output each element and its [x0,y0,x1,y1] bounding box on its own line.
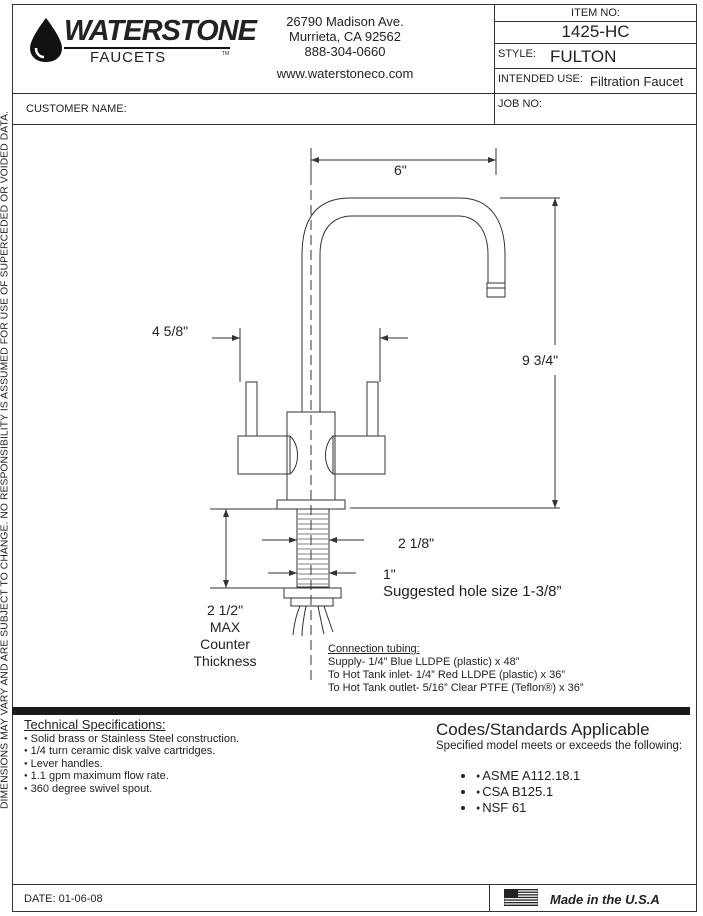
address-website: www.waterstoneco.com [276,66,414,81]
counter-line1: 2 1/2" [206,602,244,618]
tech-title: Technical Specifications: [24,717,166,732]
tubing-line: To Hot Tank inlet- 1/4” Red LLDPE (plast… [328,669,566,681]
tubing-line: Supply- 1/4” Blue LLDPE (plastic) x 48” [328,656,520,668]
technical-specifications: Technical Specifications: Solid brass or… [24,717,240,796]
faucet-body [286,411,336,501]
customer-row-divider [12,124,697,125]
job-no-label: JOB NO: [498,98,543,110]
tube-1 [292,605,301,636]
logo: WATERSTONE FAUCETS TM [26,10,257,70]
dim-base-diameter: 2 1/8" [398,535,435,551]
tube-2 [317,605,325,635]
style-value: FULTON [550,47,617,66]
logo-tm: TM [222,51,230,57]
codes-title: Codes/Standards Applicable [436,720,650,739]
right-lever [366,381,379,437]
threaded-shank [296,508,330,588]
style-label: STYLE: [498,48,536,60]
right-handle-hub [332,435,386,475]
right-handle-joint [325,435,334,475]
header-divider [12,93,697,94]
tubing-title: Connection tubing: [328,643,420,655]
made-in-usa: Made in the U.S.A [550,892,660,907]
left-handle-hub [237,435,291,475]
dim-spout-reach: 6" [394,162,407,178]
code-item: ASME A112.18.1 [476,768,682,784]
item-label: ITEM NO: [571,7,620,19]
dim-handle-span: 4 5/8" [152,323,189,339]
hole-size-note: Suggested hole size 1-3/8” [383,583,562,600]
header-right-divider [494,4,495,124]
tech-item: 1.1 gpm maximum flow rate. [24,770,239,783]
left-handle-joint [289,435,298,475]
tech-item: 360 degree swivel spout. [24,783,239,796]
footer-divider [12,884,697,885]
logo-underline [64,47,230,49]
address-phone: 888-304-0660 [304,44,386,59]
dim-shank: 1" [383,566,396,582]
intended-use-label: INTENDED USE: [498,73,583,85]
intended-use-value: Filtration Faucet [590,74,684,89]
connection-tubing: Connection tubing: Supply- 1/4” Blue LLD… [328,643,584,695]
logo-brand: WATERSTONE [64,15,257,47]
customer-name-label: CUSTOMER NAME: [26,103,127,115]
spout-outer [301,197,506,412]
address-line2: Murrieta, CA 92562 [288,29,401,44]
counter-line4: Thickness [193,653,257,669]
item-value-divider [494,43,697,44]
item-value: 1425-HC [561,22,630,41]
tech-item: 1/4 turn ceramic disk valve cartridges. [24,745,239,758]
tech-item: Solid brass or Stainless Steel construct… [24,733,240,746]
tubing-line: To Hot Tank outlet- 5/16” Clear PTFE (Te… [328,682,584,694]
codes-subtitle: Specified model meets or exceeds the fol… [436,740,683,752]
code-item: NSF 61 [476,800,682,816]
section-band [12,707,690,715]
left-lever [245,381,258,437]
document-frame [12,4,697,912]
footer-date: DATE: 01-06-08 [24,893,103,905]
dim-height: 9 3/4" [522,352,559,368]
tech-item: Lever handles. [24,758,239,771]
style-divider [494,68,697,69]
aerator [486,282,506,298]
counter-thickness-note: 2 1/2" MAX Counter Thickness [185,602,265,670]
mounting-nut [283,587,342,599]
address-line1: 26790 Madison Ave. [286,14,404,29]
us-flag-icon [504,889,538,906]
water-drop-icon [30,18,62,62]
company-address: 26790 Madison Ave. Murrieta, CA 92562 88… [250,14,440,81]
spout-inner [319,215,489,412]
codes-standards: Codes/Standards Applicable Specified mod… [436,720,682,829]
footer-right-divider [489,884,490,912]
logo-sub: FAUCETS [90,49,167,66]
counter-line3: Counter [200,636,250,652]
item-label-divider [494,21,697,22]
code-item: CSA B125.1 [476,784,682,800]
counter-line2: MAX [209,619,241,635]
